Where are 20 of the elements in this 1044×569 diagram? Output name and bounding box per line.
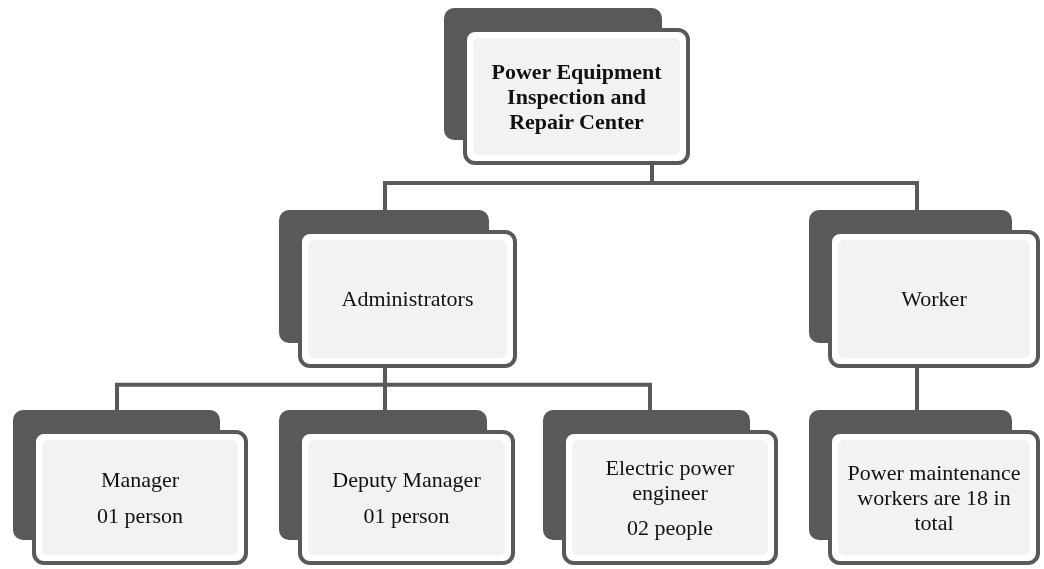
box-label: 01 person: [96, 502, 184, 528]
box-label: Manager: [100, 467, 180, 493]
connector-line: [650, 165, 919, 210]
box-label: Power maintenance workers are 18 in total: [846, 459, 1022, 536]
org-box: [809, 210, 1040, 368]
org-box: [279, 410, 515, 565]
box-label: Worker: [901, 286, 967, 312]
box-label: 01 person: [363, 502, 450, 528]
org-box: [543, 410, 778, 565]
box-label: Electric power engineer: [604, 454, 736, 506]
box-label: Deputy Manager: [332, 467, 481, 493]
org-box: [13, 410, 248, 565]
connector-line: [915, 368, 919, 410]
org-box: [809, 410, 1040, 565]
connector-line: [383, 368, 652, 410]
org-box: [279, 210, 517, 368]
box-label: Administrators: [341, 286, 474, 312]
box-label: 02 people: [626, 515, 714, 541]
org-box: [444, 8, 690, 165]
box-label: Power Equipment Inspection and Repair Center: [490, 58, 663, 135]
